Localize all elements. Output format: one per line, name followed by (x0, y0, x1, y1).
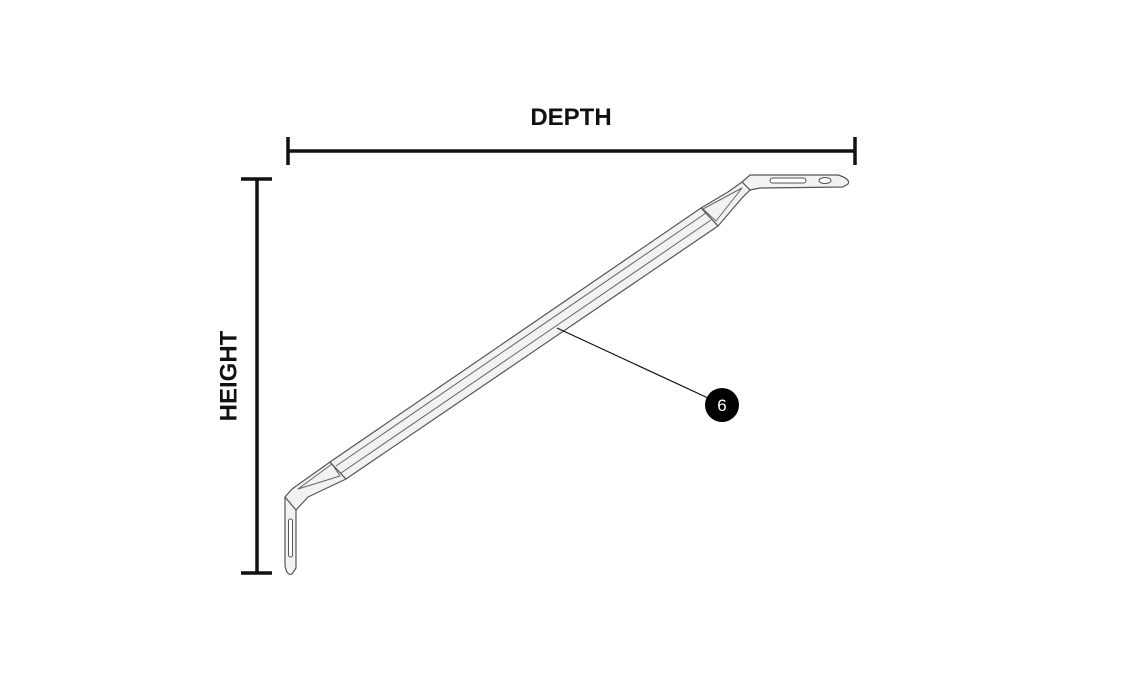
depth-label: DEPTH (530, 104, 611, 131)
bracket-top-slot (769, 177, 807, 184)
depth-dimension: DEPTH (286, 104, 857, 165)
callout-6-badge (705, 388, 739, 422)
height-label: HEIGHT (215, 330, 242, 421)
callout-6: 6 (556, 327, 739, 422)
bracket-top-hole (818, 177, 832, 184)
callout-6-leader-line (556, 327, 709, 399)
bracket-upper-taper-mark (702, 187, 743, 222)
bracket-part (284, 174, 850, 575)
callout-6-number: 6 (717, 396, 726, 415)
bracket-bottom-slot (288, 518, 293, 558)
height-dimension: HEIGHT (215, 177, 272, 575)
bracket-lower-taper-mark (297, 463, 341, 490)
bracket-bar-inner-line-2 (340, 219, 712, 474)
bracket-diagonal-bar (329, 207, 719, 480)
bracket-bar-inner-line-1 (335, 212, 707, 467)
